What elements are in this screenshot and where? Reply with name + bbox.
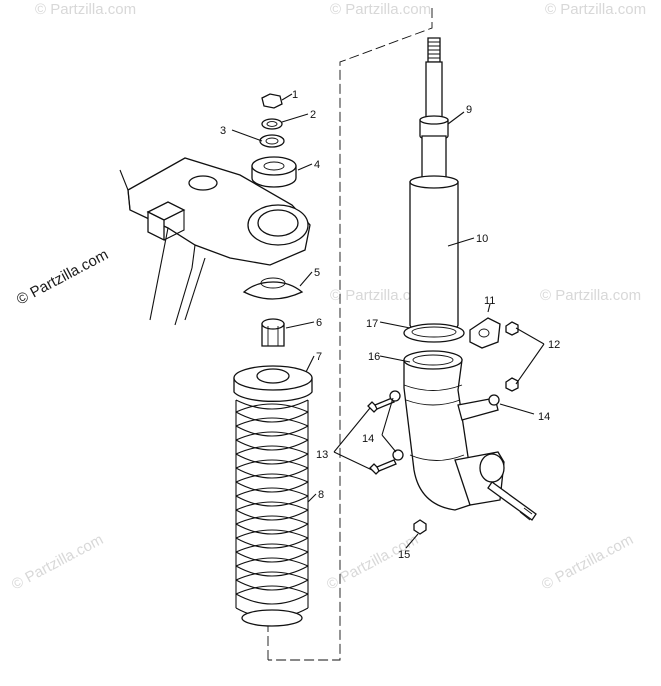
callout-10: 10 [476, 233, 488, 245]
part-13-bolts [367, 397, 397, 475]
part-2-washer [261, 118, 283, 130]
part-6-nut [261, 318, 285, 347]
callout-8: 8 [318, 489, 324, 501]
callout-12: 12 [548, 339, 560, 351]
watermark: © Partzilla.com [35, 1, 136, 18]
frame-a-arm [119, 157, 311, 326]
part-9-10-strut [409, 37, 459, 332]
watermark: © Partzilla.com [14, 246, 111, 308]
part-4-bushing [251, 156, 297, 188]
watermarks: © Partzilla.com © Partzilla.com © Partzi… [9, 1, 646, 594]
callout-labels: 1 2 3 4 5 6 7 8 9 10 11 12 13 14 14 15 1… [220, 89, 560, 561]
callout-1: 1 [292, 89, 298, 101]
part-8-coil-spring [235, 399, 309, 627]
callout-9: 9 [466, 104, 472, 116]
callout-2: 2 [310, 109, 316, 121]
callout-5: 5 [314, 267, 320, 279]
part-15-screw [413, 519, 427, 535]
callout-13: 13 [316, 449, 328, 461]
callout-7: 7 [316, 351, 322, 363]
callout-14-left: 14 [362, 433, 374, 445]
watermark: © Partzilla.com [540, 287, 641, 304]
part-17-seal-ring [403, 323, 465, 343]
part-12-nuts [505, 321, 519, 392]
callout-14-right: 14 [538, 411, 550, 423]
watermark: © Partzilla.com [9, 531, 106, 593]
part-5-cupped-washer [242, 277, 304, 300]
callout-11: 11 [484, 295, 495, 307]
leader-lines [231, 93, 545, 549]
callout-15: 15 [398, 549, 410, 561]
watermark: © Partzilla.com [539, 531, 636, 593]
watermark: © Partzilla.com [545, 1, 646, 18]
watermark: © Partzilla.com [330, 287, 431, 304]
callout-4: 4 [314, 159, 320, 171]
part-1-nut [261, 93, 283, 109]
part-14-washers [389, 390, 500, 461]
part-3-washer [259, 134, 285, 148]
callout-16: 16 [368, 351, 380, 363]
part-7-spring-seat [233, 365, 313, 402]
callout-17: 17 [366, 318, 378, 330]
part-11-clamp [469, 317, 501, 349]
callout-6: 6 [316, 317, 322, 329]
watermark: © Partzilla.com [330, 1, 431, 18]
watermark: © Partzilla.com [324, 531, 421, 593]
callout-3: 3 [220, 125, 226, 137]
part-16-spindle-housing [403, 350, 537, 521]
